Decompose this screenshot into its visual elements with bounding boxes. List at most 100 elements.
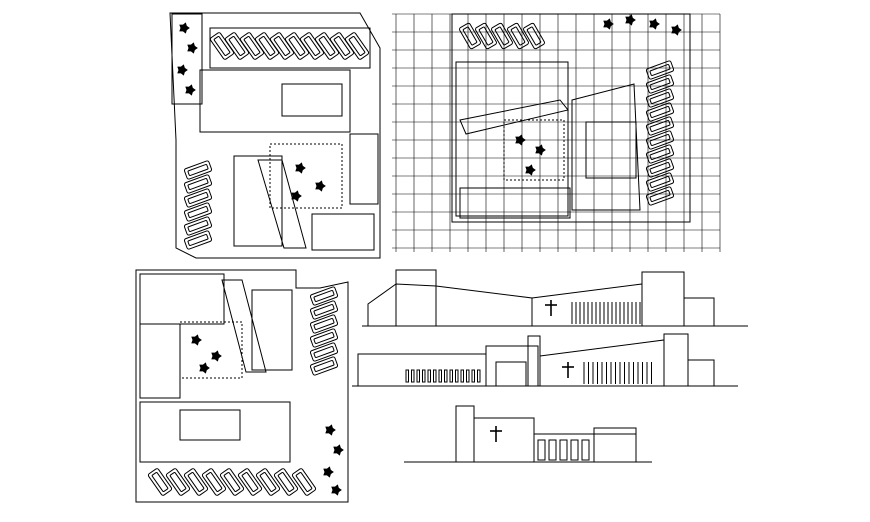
car-icon xyxy=(310,314,338,333)
car-icon xyxy=(646,60,674,79)
car-group xyxy=(459,23,545,50)
car-icon xyxy=(310,300,338,319)
window-slot xyxy=(450,370,453,382)
car-icon xyxy=(459,23,481,50)
floor-plan-grid xyxy=(392,14,720,252)
car-icon xyxy=(225,32,250,60)
car-icon xyxy=(184,188,212,207)
lower-east-rooms xyxy=(252,290,292,370)
layout-grid xyxy=(392,14,720,252)
tree-icon xyxy=(526,165,535,175)
window-slot xyxy=(445,370,448,382)
car-icon xyxy=(202,468,227,496)
tree-icon xyxy=(180,23,189,33)
car-icon xyxy=(285,32,310,60)
arch-opening xyxy=(582,440,589,460)
tree-icon xyxy=(186,85,195,95)
lower-diagonal-hall xyxy=(222,280,266,372)
arch-opening xyxy=(549,440,556,460)
lower-north-block xyxy=(140,274,224,324)
car-icon xyxy=(184,216,212,235)
lower-block-west xyxy=(140,324,180,398)
site-plan-upper-left xyxy=(170,13,380,258)
side-rooms xyxy=(350,134,378,204)
car-icon xyxy=(270,32,295,60)
tree-icon xyxy=(650,19,659,29)
car-icon xyxy=(646,130,674,149)
seating-block xyxy=(312,214,374,250)
window-slot xyxy=(417,370,420,382)
car-icon xyxy=(646,88,674,107)
plan-diagonal-corridor xyxy=(460,100,568,134)
car-icon xyxy=(491,23,513,50)
site-plan-lower-left xyxy=(136,270,348,502)
window-bands xyxy=(406,362,652,384)
car-icon xyxy=(646,172,674,191)
tower-tall xyxy=(664,334,688,386)
tree-icon xyxy=(604,19,613,29)
car-icon xyxy=(345,32,370,60)
car-group-side xyxy=(310,286,338,375)
courtyard xyxy=(270,144,342,208)
tree-icon xyxy=(296,163,305,173)
car-icon xyxy=(310,342,338,361)
grid-plan-boundary xyxy=(452,14,690,222)
entrance-portal xyxy=(486,346,538,386)
car-icon xyxy=(166,468,191,496)
tree-icon xyxy=(212,351,221,361)
car-icon xyxy=(646,116,674,135)
hall-block xyxy=(234,156,282,246)
tree-group xyxy=(178,23,325,201)
window-slot xyxy=(456,370,459,382)
car-icon xyxy=(475,23,497,50)
side-annex xyxy=(688,360,714,386)
car-group xyxy=(148,468,317,496)
arch-opening xyxy=(571,440,578,460)
lower-courtyard xyxy=(180,322,242,378)
car-icon xyxy=(646,158,674,177)
lower-block-south xyxy=(140,402,290,462)
site-boundary-lower xyxy=(136,270,348,502)
plan-courtyard xyxy=(504,120,564,180)
window-bands xyxy=(572,302,640,324)
tree-icon xyxy=(192,335,201,345)
tree-icon xyxy=(626,15,635,25)
window-slot xyxy=(472,370,475,382)
car-group xyxy=(210,32,370,60)
diagonal-hall xyxy=(258,160,306,248)
lower-seating xyxy=(180,410,240,440)
car-icon xyxy=(310,356,338,375)
tree-icon xyxy=(672,25,681,35)
plan-core xyxy=(456,62,568,216)
car-row xyxy=(210,28,370,68)
tree-icon xyxy=(536,145,545,155)
window-slot xyxy=(434,370,437,382)
window-slot xyxy=(406,370,409,382)
car-icon xyxy=(292,468,317,496)
window-slot xyxy=(423,370,426,382)
sloped-roof-left xyxy=(368,284,532,326)
sloped-roof-right xyxy=(532,284,642,326)
tower-left xyxy=(396,270,436,326)
building-block-north xyxy=(200,70,350,132)
car-icon xyxy=(238,468,263,496)
annex-right xyxy=(684,298,714,326)
plan-wing xyxy=(572,84,640,210)
elevation-front xyxy=(404,406,652,462)
tree-icon xyxy=(332,485,341,495)
car-group-side xyxy=(184,160,212,249)
car-icon xyxy=(300,32,325,60)
car-icon xyxy=(256,468,281,496)
tree-icon xyxy=(292,191,301,201)
car-icon xyxy=(184,468,209,496)
car-icon xyxy=(646,186,674,205)
car-icon xyxy=(646,144,674,163)
car-icon xyxy=(148,468,173,496)
cross-icon xyxy=(490,426,502,442)
window-slot xyxy=(467,370,470,382)
car-icon xyxy=(184,202,212,221)
elevation-side xyxy=(352,334,738,386)
tree-icon xyxy=(200,363,209,373)
parking-rows xyxy=(282,84,342,116)
